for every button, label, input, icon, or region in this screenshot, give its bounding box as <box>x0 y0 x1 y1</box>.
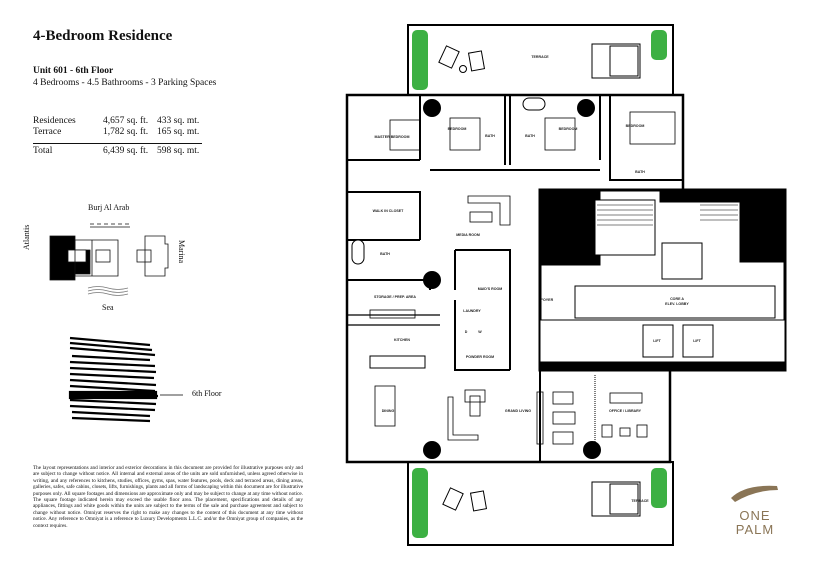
lounge-chair-icon <box>438 45 460 69</box>
logo-text-palm: PALM <box>735 522 775 537</box>
total-row: Total 6,439 sq. ft. 598 sq. mt. <box>33 138 199 157</box>
key-plan <box>49 223 169 296</box>
daybed-icon <box>591 43 641 79</box>
room-label: MEDIA ROOM <box>456 233 480 237</box>
table-row: Residences 4,657 sq. ft. 433 sq. mt. <box>33 116 199 127</box>
area-sqm: 165 sq. mt. <box>157 127 200 137</box>
area-label: Terrace <box>33 127 62 137</box>
room-label: BEDROOM <box>626 124 645 128</box>
area-sqft: 4,657 sq. ft. <box>103 116 149 126</box>
bathtub-icon <box>351 239 365 265</box>
room-label: GRAND LIVING <box>505 409 531 413</box>
room-label: OFFICE / LIBRARY <box>609 409 642 413</box>
room-label: MASTER BEDROOM <box>375 135 410 139</box>
bathtub-icon <box>522 97 546 111</box>
plant-icon <box>412 30 428 90</box>
room-label: WALK IN CLOSET <box>373 209 405 213</box>
area-label: Residences <box>33 116 76 126</box>
terrace-top: TERRACE <box>407 24 674 96</box>
page-title: 4-Bedroom Residence <box>33 28 173 44</box>
room-label: CORE A <box>670 297 684 301</box>
room-label: POWDER ROOM <box>466 355 494 359</box>
total-sqft: 6,439 sq. ft. <box>103 146 149 156</box>
columns <box>351 97 601 459</box>
plant-icon <box>651 30 667 60</box>
unit-label: Unit 601 - 6th Floor <box>33 66 114 76</box>
room-label: TERRACE <box>631 499 649 503</box>
unit-specs: 4 Bedrooms - 4.5 Bathrooms - 3 Parking S… <box>33 78 217 88</box>
plant-icon <box>651 468 667 508</box>
key-plan-south-label: Sea <box>102 303 114 312</box>
room-label: D <box>465 330 468 334</box>
room-label: LIFT <box>693 339 701 343</box>
walls <box>345 93 787 464</box>
room-label: LAUNDRY <box>463 309 481 313</box>
furniture <box>369 111 676 445</box>
room-label: STORAGE / PREP. AREA <box>374 295 416 299</box>
room-label: BATH <box>635 170 645 174</box>
total-label: Total <box>33 146 53 156</box>
room-label: W <box>478 330 482 334</box>
building-elevation-icon <box>68 336 183 423</box>
room-label: KITCHEN <box>394 338 410 342</box>
room-label: BATH <box>485 134 495 138</box>
room-label: LIFT <box>653 339 661 343</box>
one-palm-logo: ONE PALM <box>715 480 795 537</box>
room-label: TERRACE <box>531 55 549 59</box>
room-label: DINING <box>382 409 395 413</box>
room-label: FOYER <box>541 298 554 302</box>
floor-indicator-label: 6th Floor <box>192 389 222 398</box>
plant-icon <box>412 468 428 538</box>
brush-stroke-icon <box>731 485 778 502</box>
room-label: BEDROOM <box>448 127 467 131</box>
area-sqm: 433 sq. mt. <box>157 116 200 126</box>
area-table: Residences 4,657 sq. ft. 433 sq. mt. Ter… <box>33 116 199 157</box>
lounge-chair-icon <box>467 50 486 72</box>
key-plan-north-label: Burj Al Arab <box>88 203 130 212</box>
room-labels: MASTER BEDROOM BEDROOM BATH BATH BEDROOM… <box>373 124 702 413</box>
room-label: BEDROOM <box>559 127 578 131</box>
total-sqm: 598 sq. mt. <box>157 146 200 156</box>
divider <box>33 143 202 144</box>
terrace-bottom: TERRACE <box>407 461 674 546</box>
room-label: BATH <box>380 252 390 256</box>
table-row: Terrace 1,782 sq. ft. 165 sq. mt. <box>33 127 199 138</box>
room-label: MAID'S ROOM <box>478 287 503 291</box>
logo-text-one: ONE <box>739 508 771 523</box>
disclaimer: The layout representations and interior … <box>33 465 303 529</box>
room-label: BATH <box>525 134 535 138</box>
room-label: ELEV. LOBBY <box>665 302 689 306</box>
area-sqft: 1,782 sq. ft. <box>103 127 149 137</box>
